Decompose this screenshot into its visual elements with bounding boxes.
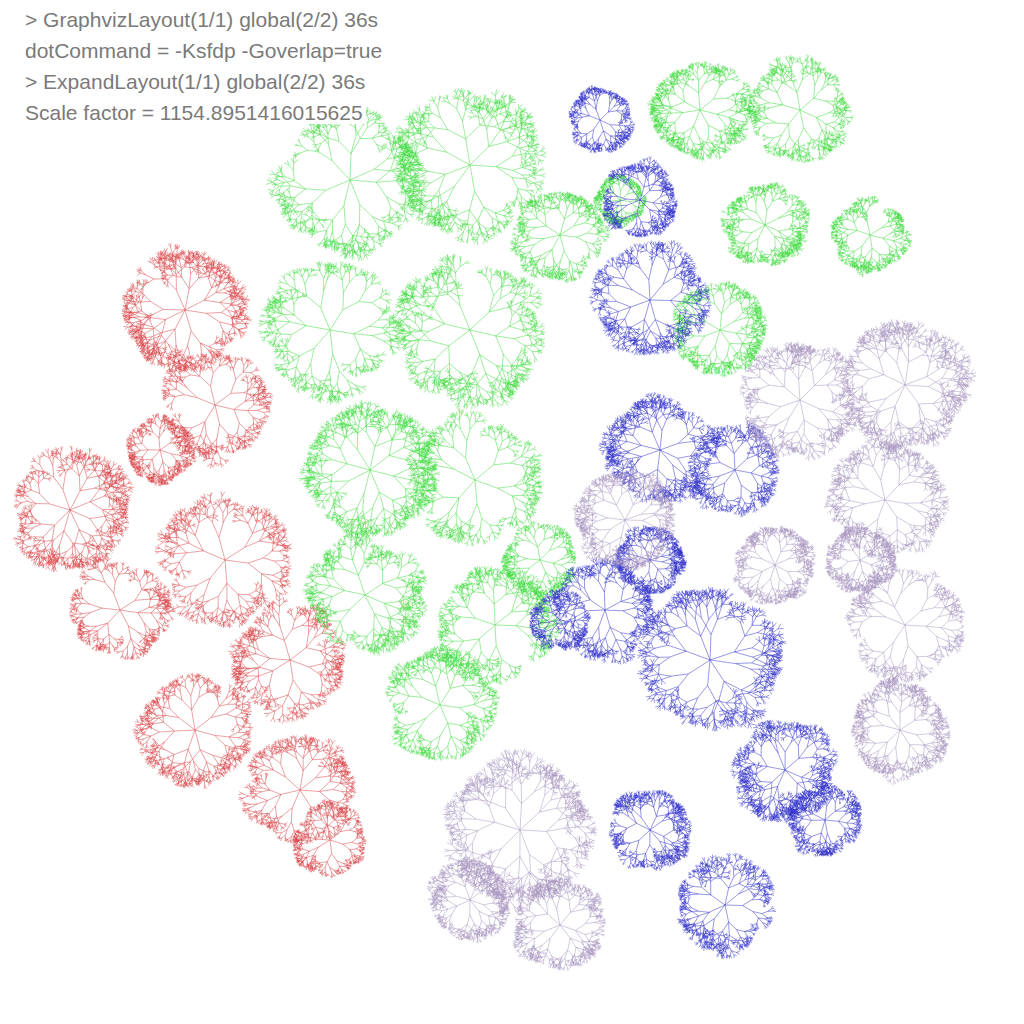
log-text: > GraphvizLayout(1/1) global(2/2) 36s [22,8,381,31]
log-line: Scale factor = 1154.8951416015625 [22,97,385,128]
log-line: dotCommand = -Ksfdp -Goverlap=true [22,35,385,66]
log-panel: > GraphvizLayout(1/1) global(2/2) 36s dot… [22,4,385,128]
tree-edges [427,319,976,971]
log-text: dotCommand = -Ksfdp -Goverlap=true [22,39,385,62]
log-text: Scale factor = 1154.8951416015625 [22,101,366,124]
log-text: > ExpandLayout(1/1) global(2/2) 36s [22,70,368,93]
tree-edges [13,243,367,878]
log-line: > GraphvizLayout(1/1) global(2/2) 36s [22,4,385,35]
log-line: > ExpandLayout(1/1) global(2/2) 36s [22,66,385,97]
